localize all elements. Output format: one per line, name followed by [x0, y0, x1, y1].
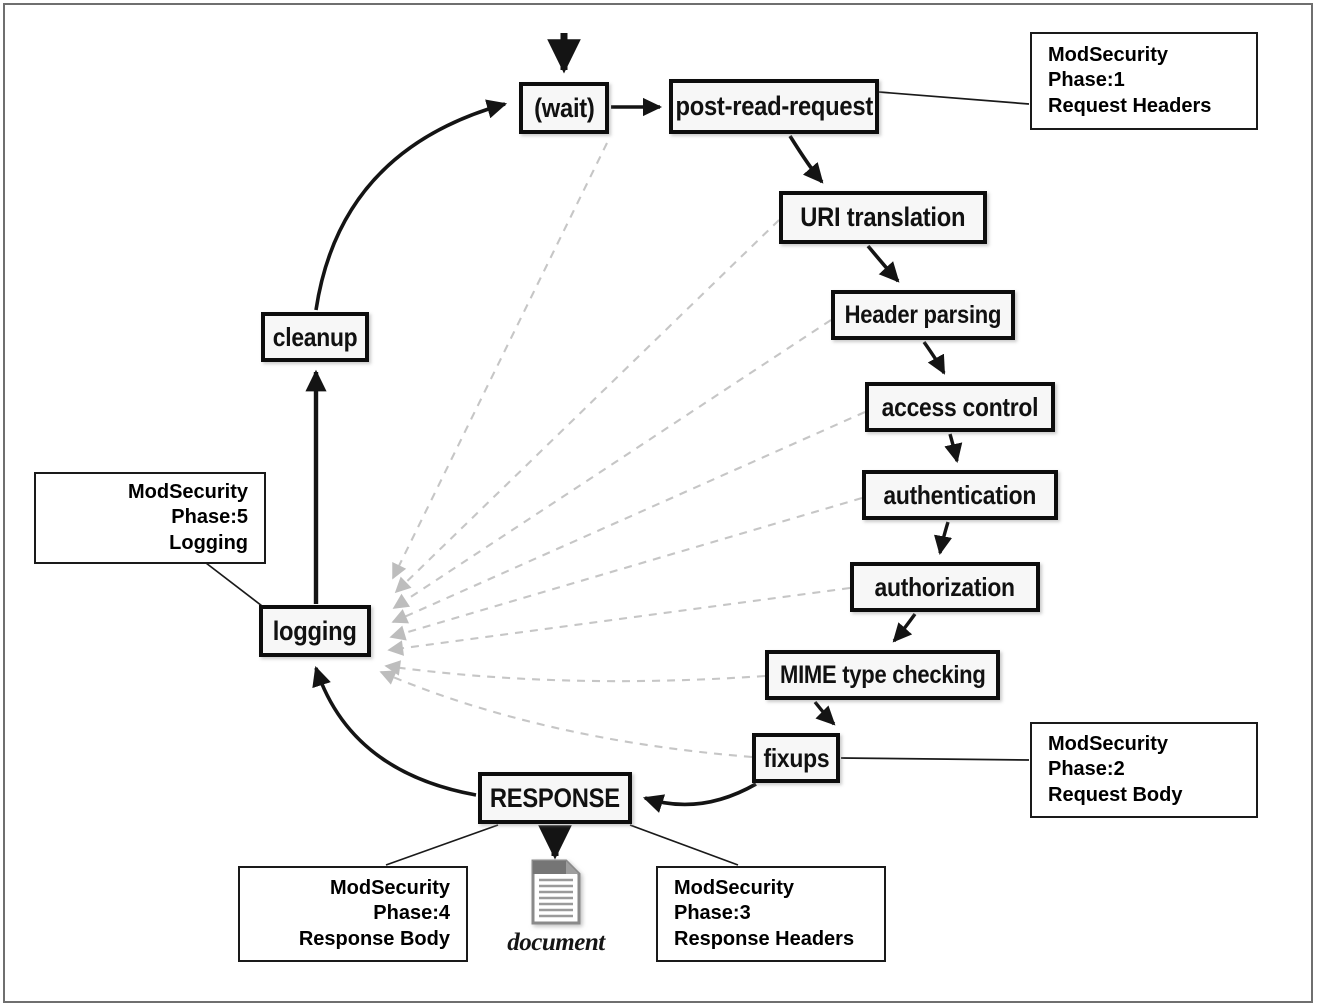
note-phase-3-line-1: ModSecurity Phase:3 [674, 876, 795, 925]
dashed-fixups-to-logging [379, 670, 753, 759]
leader-phase2 [840, 757, 1030, 761]
node-response-label: RESPONSE [490, 782, 620, 813]
note-phase-2-line-1: ModSecurity Phase:2 [1048, 732, 1169, 781]
note-phase-5-line-2: Logging [169, 531, 248, 554]
note-phase-4-line-1: ModSecurity Phase:4 [329, 876, 450, 925]
document-caption: document [507, 929, 605, 956]
note-modsecurity-phase-4: ModSecurity Phase:4 Response Body [238, 866, 468, 962]
node-authorization[interactable]: authorization [850, 562, 1040, 612]
node-cleanup-label: cleanup [272, 321, 358, 352]
node-wait-label: (wait) [533, 92, 595, 123]
leader-phase3 [629, 824, 739, 866]
leader-phase1 [878, 91, 1030, 105]
document-icon [530, 859, 582, 925]
arrow-postread-to-uri [788, 135, 824, 184]
arrow-access-to-authentication [944, 433, 963, 463]
document-output: document [506, 859, 606, 957]
node-post-read-request[interactable]: post-read-request [669, 79, 879, 134]
note-modsecurity-phase-5: ModSecurity Phase:5 Logging [34, 472, 266, 564]
arrow-uri-to-header [866, 244, 900, 283]
node-access-control[interactable]: access control [865, 382, 1055, 432]
dashed-access-to-logging [391, 411, 866, 624]
node-header-parsing-label: Header parsing [844, 300, 1002, 329]
node-authentication[interactable]: authentication [862, 470, 1058, 520]
note-modsecurity-phase-1: ModSecurity Phase:1 Request Headers [1030, 32, 1258, 130]
node-post-read-request-label: post-read-request [675, 91, 873, 121]
node-logging-label: logging [273, 615, 357, 646]
dashed-auth-to-logging [389, 496, 863, 641]
node-response[interactable]: RESPONSE [478, 772, 632, 824]
note-phase-4-line-2: Response Body [298, 927, 450, 950]
arrow-cleanup-to-wait [314, 99, 508, 311]
arrow-fixups-to-response [642, 782, 757, 813]
leader-phase4 [385, 824, 499, 866]
node-wait[interactable]: (wait) [519, 82, 609, 134]
dashed-mime-to-logging [384, 660, 766, 683]
note-phase-1-line-1: ModSecurity Phase:1 [1048, 43, 1169, 92]
note-modsecurity-phase-2: ModSecurity Phase:2 Request Body [1030, 722, 1258, 818]
dashed-postread-to-logging [392, 142, 608, 580]
node-fixups-label: fixups [763, 742, 829, 773]
arrow-mime-to-fixups [813, 700, 836, 726]
node-authorization-label: authorization [874, 571, 1016, 602]
node-uri-translation-label: URI translation [800, 202, 966, 232]
note-phase-3-line-2: Response Headers [674, 927, 855, 950]
arrow-header-to-access [922, 341, 946, 375]
node-uri-translation[interactable]: URI translation [779, 191, 987, 244]
node-mime-type-checking-label: MIME type checking [779, 660, 986, 689]
node-fixups[interactable]: fixups [752, 733, 840, 783]
node-header-parsing[interactable]: Header parsing [831, 290, 1015, 340]
note-phase-1-line-2: Request Headers [1048, 94, 1212, 117]
dashed-header-to-logging [392, 319, 832, 609]
arrow-authentication-to-authorization [934, 521, 953, 556]
note-phase-2-line-2: Request Body [1048, 783, 1183, 806]
dashed-authz-to-logging [387, 586, 851, 656]
note-modsecurity-phase-3: ModSecurity Phase:3 Response Headers [656, 866, 886, 962]
node-mime-type-checking[interactable]: MIME type checking [765, 650, 1000, 700]
leader-phase5 [205, 562, 267, 610]
node-cleanup[interactable]: cleanup [261, 312, 369, 362]
node-logging[interactable]: logging [259, 605, 371, 657]
node-access-control-label: access control [881, 391, 1039, 422]
arrow-response-to-logging [312, 665, 477, 797]
note-phase-5-line-1: ModSecurity Phase:5 [127, 480, 248, 529]
node-authentication-label: authentication [883, 479, 1037, 510]
arrow-authorization-to-mime [892, 613, 917, 643]
